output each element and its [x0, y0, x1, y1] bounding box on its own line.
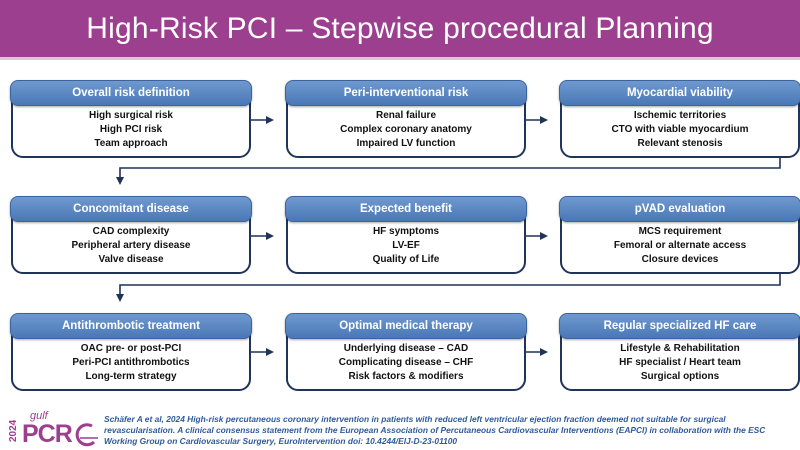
box-item: Complicating disease – CHF: [338, 357, 474, 368]
box-item: MCS requirement: [638, 226, 722, 237]
box-item: High surgical risk: [89, 110, 173, 121]
box-item: Peri-PCI antithrombotics: [72, 357, 190, 368]
box-item: Valve disease: [98, 254, 164, 265]
box-title: Antithrombotic treatment: [10, 313, 252, 339]
gulf-pcr-logo: 2024 gulf PCR: [8, 410, 100, 448]
box-regular-hf-care: Regular specialized HF care Lifestyle & …: [559, 313, 800, 391]
box-item: HF symptoms: [372, 226, 440, 237]
arrow-4-5: [249, 223, 274, 240]
box-title: Peri-interventional risk: [285, 80, 527, 106]
logo-gulf: gulf: [30, 410, 48, 422]
box-title: Regular specialized HF care: [559, 313, 800, 339]
arrow-7-8: [249, 340, 274, 356]
box-expected-benefit: Expected benefit HF symptoms LV-EF Quali…: [285, 196, 527, 274]
box-item: Risk factors & modifiers: [348, 371, 464, 382]
box-optimal-medical-therapy: Optimal medical therapy Underlying disea…: [285, 313, 527, 391]
box-item: CAD complexity: [92, 226, 170, 237]
box-title: Optimal medical therapy: [285, 313, 527, 339]
title-divider: [0, 57, 800, 60]
box-pvad-evaluation: pVAD evaluation MCS requirement Femoral …: [559, 196, 800, 274]
title-bar: High-Risk PCI – Stepwise procedural Plan…: [0, 0, 800, 57]
box-item: Surgical options: [640, 371, 720, 382]
box-item: Quality of Life: [372, 254, 440, 265]
box-item: CTO with viable myocardium: [611, 124, 749, 135]
box-item: High PCI risk: [99, 124, 163, 135]
box-title: Overall risk definition: [10, 80, 252, 106]
box-peri-interventional-risk: Peri-interventional risk Renal failure C…: [285, 80, 527, 158]
box-item: Underlying disease – CAD: [343, 343, 469, 354]
box-overall-risk: Overall risk definition High surgical ri…: [10, 80, 252, 158]
box-item: Impaired LV function: [356, 138, 456, 149]
box-title: Myocardial viability: [559, 80, 800, 106]
citation-text: Schäfer A et al, 2024 High-risk percutan…: [104, 414, 766, 446]
box-item: Peripheral artery disease: [71, 240, 191, 251]
box-myocardial-viability: Myocardial viability Ischemic territorie…: [559, 80, 800, 158]
arrow-1-2: [249, 107, 274, 124]
logo-pcr: PCR: [22, 420, 73, 448]
box-item: Closure devices: [641, 254, 719, 265]
page-title: High-Risk PCI – Stepwise procedural Plan…: [86, 11, 714, 45]
box-item: Renal failure: [375, 110, 437, 121]
box-item: Complex coronary anatomy: [340, 124, 472, 135]
box-title: Concomitant disease: [10, 196, 252, 222]
box-concomitant-disease: Concomitant disease CAD complexity Perip…: [10, 196, 252, 274]
pcr-swoosh-icon: [75, 423, 98, 447]
box-item: Lifestyle & Rehabilitation: [620, 343, 740, 354]
box-item: Relevant stenosis: [637, 138, 723, 149]
logo-year: 2024: [8, 419, 19, 443]
box-item: Ischemic territories: [633, 110, 727, 121]
box-item: OAC pre- or post-PCI: [80, 343, 182, 354]
box-item: Femoral or alternate access: [613, 240, 747, 251]
box-title: Expected benefit: [285, 196, 527, 222]
box-item: Team approach: [94, 138, 168, 149]
box-item: HF specialist / Heart team: [619, 357, 741, 368]
box-antithrombotic-treatment: Antithrombotic treatment OAC pre- or pos…: [10, 313, 252, 391]
box-item: Long-term strategy: [85, 371, 177, 382]
box-item: LV-EF: [392, 240, 420, 251]
box-title: pVAD evaluation: [559, 196, 800, 222]
